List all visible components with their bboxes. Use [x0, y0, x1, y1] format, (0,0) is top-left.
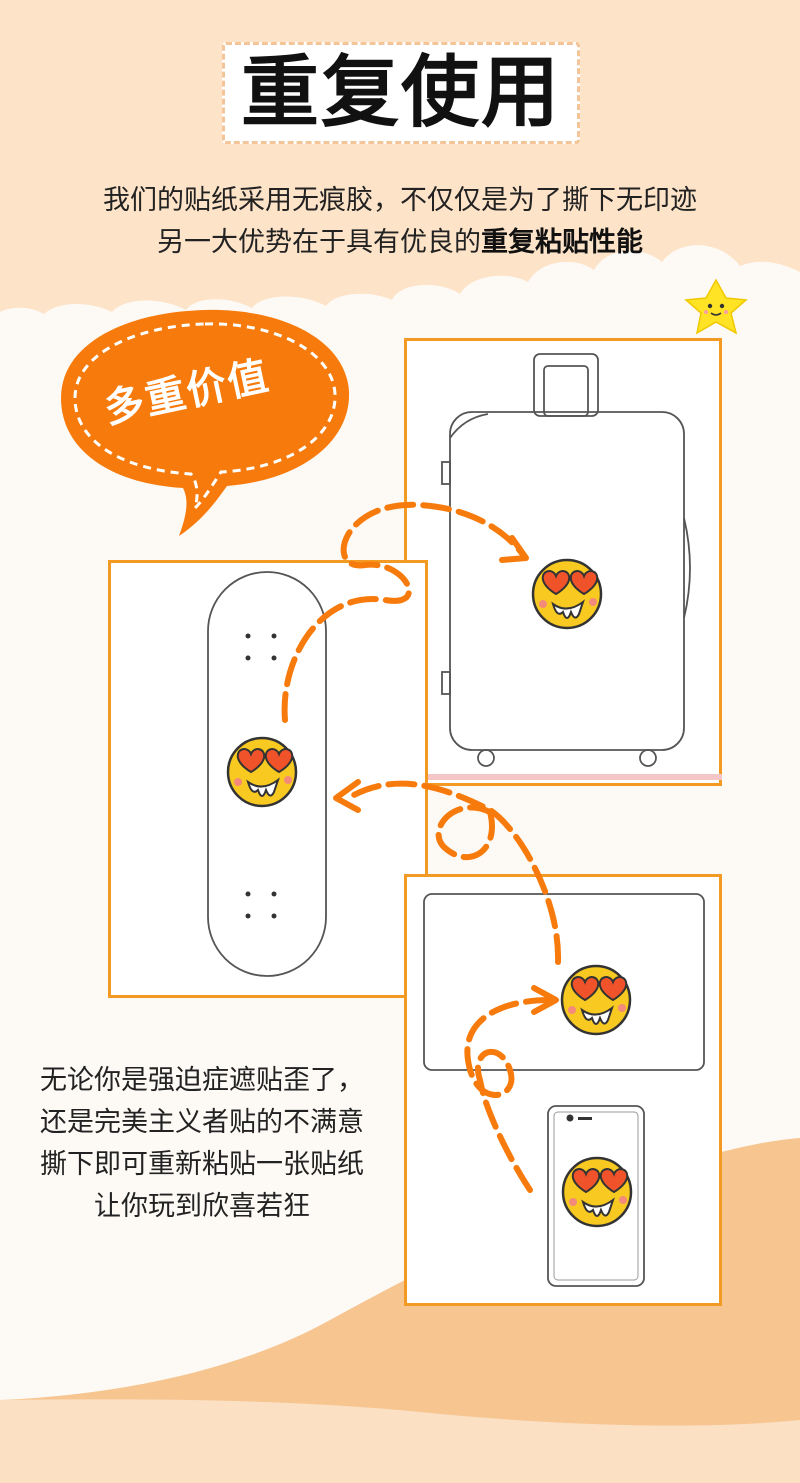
intro-line-2-text: 另一大优势在于具有优良的 — [157, 227, 481, 258]
caption-line-1: 无论你是强迫症遮贴歪了， — [40, 1065, 364, 1096]
page-title: 重复使用 — [240, 48, 561, 138]
caption-line-3: 撕下即可重新粘贴一张贴纸 — [40, 1149, 364, 1180]
heart-eyes-emoji-icon — [561, 1156, 633, 1228]
speech-bubble — [61, 309, 350, 536]
intro-line-2: 另一大优势在于具有优良的重复粘贴性能 — [0, 222, 800, 264]
heart-eyes-emoji-icon — [226, 736, 298, 808]
suitcase-illustration — [424, 353, 722, 780]
caption-line-2: 还是完美主义者贴的不满意 — [40, 1107, 364, 1138]
star-mascot-icon — [684, 278, 748, 335]
intro-line-1: 我们的贴纸采用无痕胶，不仅仅是为了撕下无印迹 — [103, 185, 697, 216]
heart-eyes-emoji-icon — [531, 558, 603, 630]
title-banner: 重复使用 — [222, 42, 580, 144]
caption-line-4: 让你玩到欣喜若狂 — [94, 1191, 310, 1222]
intro-highlight: 重复粘贴性能 — [481, 227, 643, 258]
heart-eyes-emoji-icon — [560, 964, 632, 1036]
